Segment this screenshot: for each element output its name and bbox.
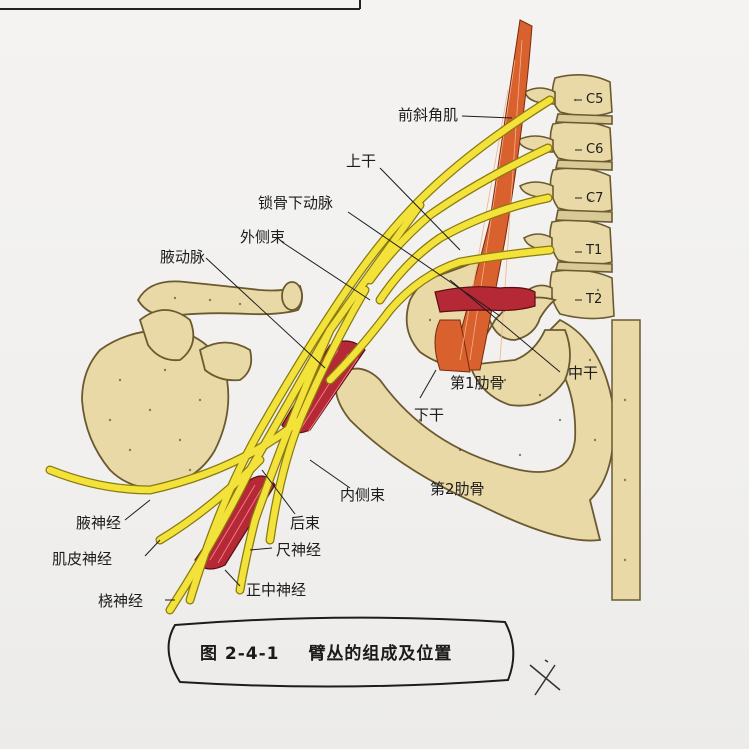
label-upper-trunk: 上干: [346, 152, 377, 170]
label-middle-trunk: 中干: [568, 364, 599, 382]
label-first-rib: 第1肋骨: [450, 374, 505, 392]
figure-caption: 图 2-4-1 臂丛的组成及位置: [200, 639, 452, 664]
label-lower-trunk: 下干: [414, 406, 445, 424]
vertebra-label-c5: C5: [586, 92, 604, 107]
sternum-edge: [611, 319, 641, 601]
label-musculocutaneous-nerve: 肌皮神经: [52, 550, 113, 568]
label-subclavian-artery: 锁骨下动脉: [258, 194, 334, 212]
clavicle: [136, 280, 303, 317]
leader-lines: [124, 115, 561, 601]
label-radial-nerve: 桡神经: [98, 592, 144, 610]
label-ulnar-nerve: 尺神经: [276, 541, 322, 559]
scapula-humerus: [81, 309, 253, 490]
vertebra-label-t1: T1: [586, 243, 603, 258]
label-axillary-artery: 腋动脉: [160, 248, 206, 266]
subclavian-artery: [434, 286, 536, 313]
label-axillary-nerve: 腋神经: [76, 514, 122, 532]
label-median-nerve: 正中神经: [246, 581, 307, 599]
pencil-mark: [529, 659, 561, 696]
label-anterior-scalene: 前斜角肌: [398, 106, 459, 124]
figure-number: 图 2-4-1: [200, 644, 280, 664]
vertebral-column: [517, 74, 615, 320]
vertebra-label-c6: C6: [586, 142, 604, 157]
label-second-rib: 第2肋骨: [430, 480, 485, 498]
vertebra-label-t2: T2: [586, 292, 603, 307]
label-lateral-cord: 外侧束: [240, 228, 286, 246]
second-rib: [334, 318, 615, 542]
label-posterior-cord: 后束: [290, 514, 321, 532]
figure-title: 臂丛的组成及位置: [308, 644, 453, 664]
anterior-scalene-muscle: [434, 19, 533, 373]
label-medial-cord: 内侧束: [340, 486, 386, 504]
caption-outline: [167, 616, 515, 688]
vertebra-label-c7: C7: [586, 191, 604, 206]
